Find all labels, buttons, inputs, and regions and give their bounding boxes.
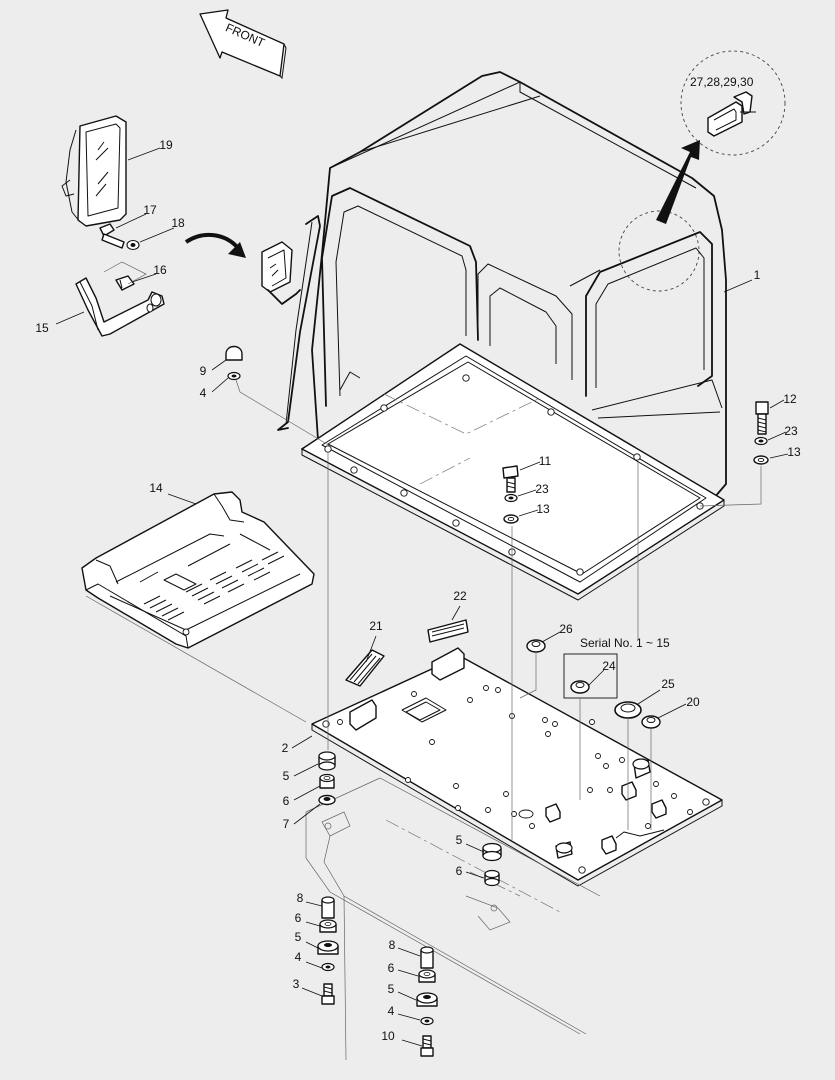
callout-c24: 24	[602, 659, 616, 673]
floor-plate-2	[311, 647, 723, 887]
washer-18	[126, 239, 140, 251]
washer-13-center	[503, 514, 519, 524]
callout-c6a: 6	[283, 794, 290, 808]
grommet-20	[641, 715, 661, 729]
callout-c19: 19	[159, 138, 173, 152]
handle-15	[75, 277, 165, 337]
floor-mat-14	[81, 491, 315, 649]
bolt-12	[755, 401, 769, 435]
callout-c5b: 5	[456, 833, 463, 847]
callout-c10: 10	[381, 1029, 395, 1043]
pad-22	[427, 619, 469, 643]
callout-c7: 7	[283, 817, 290, 831]
callout-c5d: 5	[388, 982, 395, 996]
detail-pointer-arrow-icon	[656, 140, 700, 224]
callout-c8a: 8	[297, 891, 304, 905]
callout-c6b: 6	[456, 864, 463, 878]
callout-c17: 17	[143, 203, 157, 217]
callout-c23a: 23	[784, 424, 798, 438]
front-arrow-icon: FRONT	[199, 9, 287, 80]
callout-c23b: 23	[535, 482, 549, 496]
cap-nut-9	[225, 345, 243, 361]
callout-c12: 12	[783, 392, 797, 406]
washer-4	[227, 371, 241, 381]
callout-c5c: 5	[295, 930, 302, 944]
mirror-bracket	[261, 241, 301, 305]
callout-c4c: 4	[388, 1004, 395, 1018]
callout-c18: 18	[171, 216, 185, 230]
callout-c4b: 4	[295, 950, 302, 964]
mount-stack-lower-left	[317, 896, 339, 1005]
curved-arrow-icon	[184, 232, 246, 258]
callout-c2: 2	[282, 741, 289, 755]
mount-stack-lower-right	[416, 946, 438, 1057]
washer-23-center	[504, 493, 518, 503]
callout-c20: 20	[686, 695, 700, 709]
callout-c5a: 5	[283, 769, 290, 783]
washer-23-right	[754, 436, 768, 446]
callout-c25: 25	[661, 677, 675, 691]
callout-c1: 1	[754, 268, 761, 282]
assembly-lines	[327, 452, 652, 840]
mirror-19	[61, 115, 127, 227]
callout-c8b: 8	[389, 938, 396, 952]
callout-c16: 16	[153, 263, 167, 277]
callout-c6d: 6	[388, 961, 395, 975]
pad-21	[345, 649, 385, 687]
callout-c13a: 13	[787, 445, 801, 459]
grommet-26	[526, 639, 546, 653]
leader-lines	[55, 147, 789, 1047]
serial-note-label: Serial No. 1 ~ 15	[580, 636, 670, 650]
callout-c4a: 4	[200, 386, 207, 400]
callout-c15: 15	[35, 321, 49, 335]
bolt-17	[99, 223, 125, 249]
sub-frame	[305, 777, 601, 1061]
grommet-25	[614, 701, 642, 719]
detail-callout-label: 27,28,29,30	[690, 75, 754, 89]
washer-13-right	[753, 455, 769, 465]
callout-c11: 11	[539, 454, 552, 468]
callout-c22: 22	[453, 589, 467, 603]
callout-c6c: 6	[295, 911, 302, 925]
mount-stack-upper-left	[318, 751, 336, 806]
callout-c9: 9	[200, 364, 207, 378]
callout-c26: 26	[559, 622, 573, 636]
mount-stack-center	[482, 842, 502, 887]
callout-c14: 14	[149, 481, 163, 495]
serial-note-box: Serial No. 1 ~ 15	[563, 636, 670, 699]
callout-c21: 21	[369, 619, 383, 633]
nut-16	[103, 261, 147, 291]
callout-c3: 3	[293, 977, 300, 991]
cab-assembly	[277, 71, 727, 499]
bolt-11	[502, 465, 519, 493]
callout-c13b: 13	[536, 502, 550, 516]
detail-circle: 27,28,29,30	[618, 50, 786, 292]
